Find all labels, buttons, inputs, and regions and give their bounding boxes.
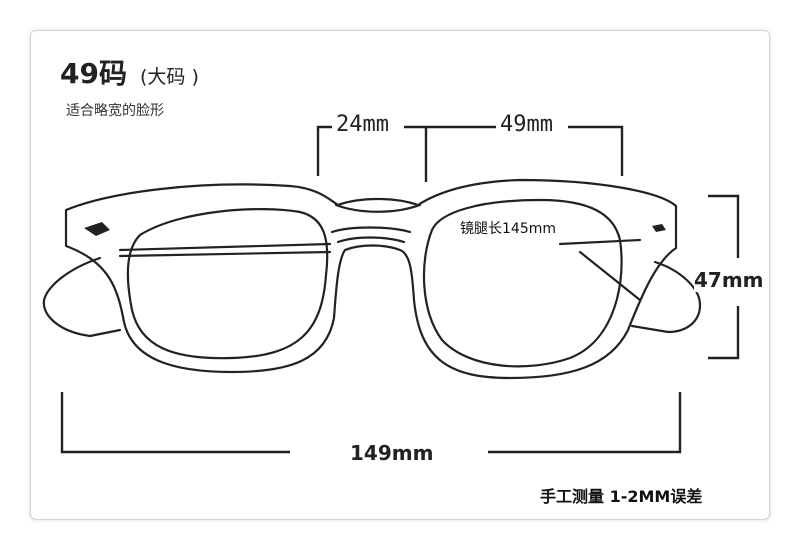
spec-card — [30, 30, 770, 520]
total-width-dim-line — [60, 392, 682, 454]
left-temple — [42, 256, 122, 338]
size-subtitle: (大码 ) — [140, 66, 199, 88]
total-width-label: 149mm — [350, 441, 434, 465]
left-hinge-rivet — [84, 222, 110, 236]
lens-height-label: 47mm — [694, 268, 764, 292]
right-temple — [630, 260, 702, 334]
frame-outer — [64, 178, 678, 380]
measurement-disclaimer: 手工测量 1-2MM误差 — [540, 487, 703, 506]
lens-width-dim-line — [404, 125, 624, 176]
right-hinge-rivet — [652, 224, 666, 232]
right-lens — [422, 198, 623, 368]
lens-width-label: 49mm — [496, 112, 557, 138]
fit-note: 适合略宽的脸形 — [66, 103, 164, 119]
size-title: 49码 — [60, 57, 127, 90]
bridge-dim-line — [316, 125, 336, 176]
bridge — [330, 226, 412, 234]
bridge-width-label: 24mm — [332, 112, 393, 138]
left-lens — [126, 208, 329, 360]
lens-height-dim-line — [708, 194, 740, 360]
temple-length-label: 镜腿长145mm — [460, 218, 556, 238]
